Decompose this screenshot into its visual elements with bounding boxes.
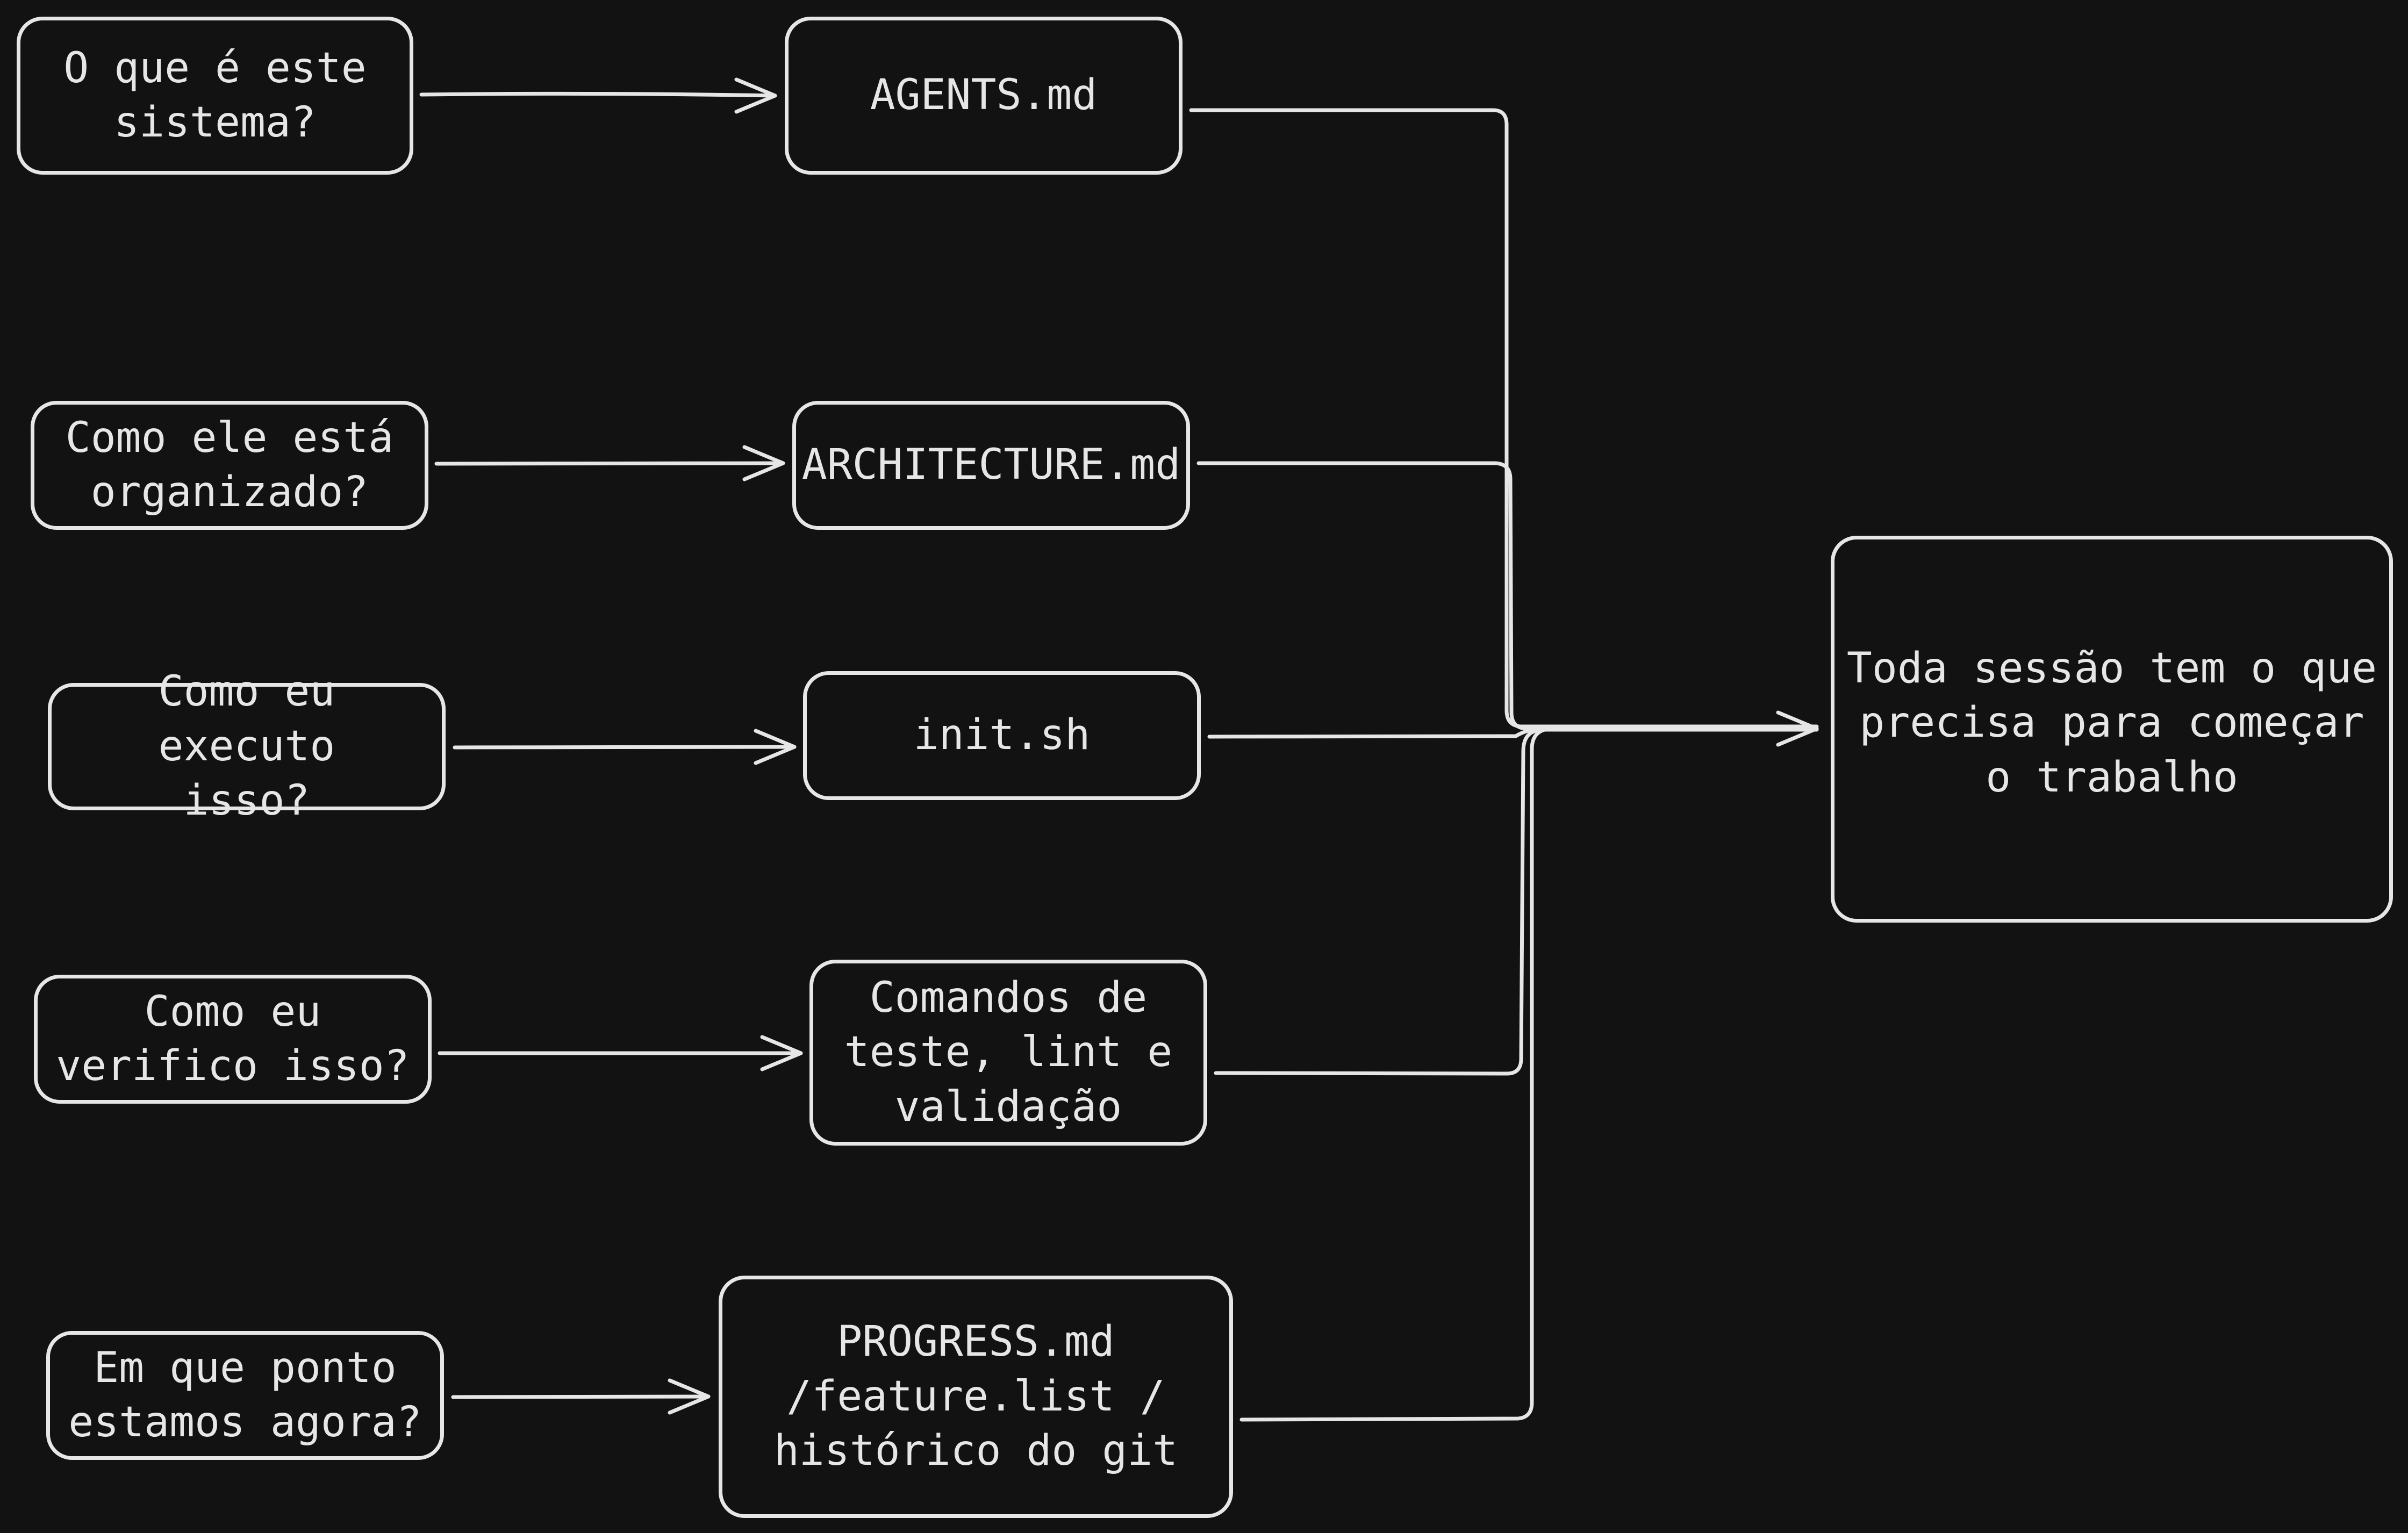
arrowhead-q4-to-a4 — [760, 1035, 803, 1071]
arrowhead-a5-to-r1 — [1776, 710, 1819, 747]
question-label: O que é este sistema? — [63, 44, 367, 147]
artifact-box-init-sh: init.sh — [803, 671, 1201, 800]
artifact-box-test-commands: Comandos de teste, lint e validação — [809, 960, 1207, 1146]
question-label: Em que ponto estamos agora? — [68, 1343, 422, 1446]
connector-a5-to-r1 — [1239, 726, 1819, 1422]
artifact-label: init.sh — [913, 711, 1091, 760]
artifact-label: Comandos de teste, lint e validação — [844, 973, 1173, 1131]
question-box-how-verify: Como eu verifico isso? — [34, 975, 432, 1104]
question-label: Como ele está organizado? — [65, 413, 394, 516]
connector-a3-to-r1 — [1207, 726, 1819, 739]
arrowhead-q1-to-a1 — [734, 77, 777, 114]
artifact-box-architecture-md: ARCHITECTURE.md — [792, 401, 1190, 530]
result-box: Toda sessão tem o que precisa para começ… — [1831, 536, 2393, 923]
question-box-how-execute: Como eu executo isso? — [48, 667, 446, 825]
question-box-how-organized: Como ele está organizado? — [31, 401, 428, 530]
arrowhead-q2-to-a2 — [742, 445, 785, 481]
connector-q2-to-a2 — [434, 461, 785, 466]
artifact-label: AGENTS.md — [870, 71, 1098, 120]
connector-q1-to-a1 — [419, 91, 777, 98]
connector-a1-to-r1 — [1189, 108, 1819, 729]
connector-a2-to-r1 — [1196, 461, 1819, 731]
artifact-box-progress: PROGRESS.md /feature.list / histórico do… — [719, 1276, 1233, 1518]
question-box-what-is-system: O que é este sistema? — [17, 17, 413, 175]
result-label: Toda sessão tem o que precisa para começ… — [1846, 644, 2377, 802]
arrowhead-q5-to-a5 — [668, 1378, 711, 1415]
question-label: Como eu executo isso? — [158, 667, 335, 825]
artifact-label: PROGRESS.md /feature.list / histórico do… — [773, 1318, 1178, 1476]
artifact-box-agents-md: AGENTS.md — [785, 17, 1182, 175]
question-label: Como eu verifico isso? — [56, 987, 410, 1090]
arrowhead-q3-to-a3 — [754, 729, 797, 765]
artifact-label: ARCHITECTURE.md — [801, 441, 1181, 490]
connector-a4-to-r1 — [1214, 728, 1819, 1076]
question-box-where-are-we: Em que ponto estamos agora? — [46, 1331, 444, 1460]
